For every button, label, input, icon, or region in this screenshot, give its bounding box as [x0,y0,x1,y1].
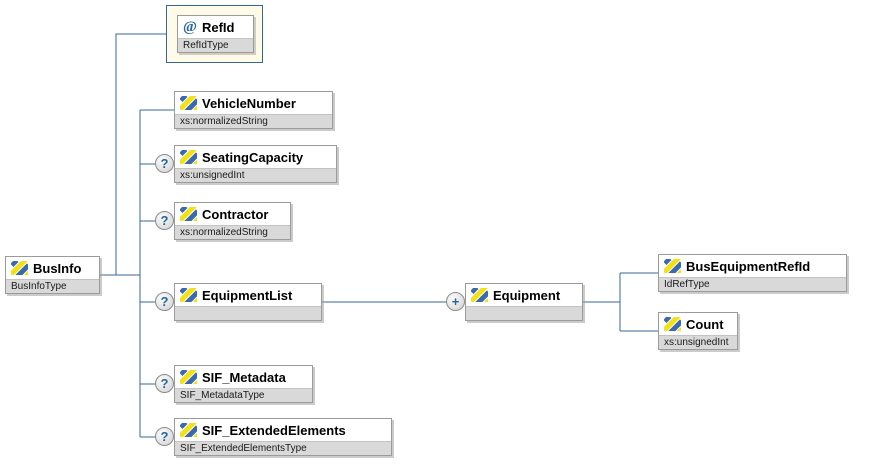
node-type: SIF_MetadataType [175,388,312,402]
node-label: BusInfo [33,260,82,276]
element-node-contractor[interactable]: Contractor xs:normalizedString [174,202,291,240]
node-title: EquipmentList [175,284,321,306]
element-icon [180,423,197,437]
node-title: SeatingCapacity [175,146,336,168]
node-type [175,306,321,320]
node-label: Contractor [202,206,269,222]
node-type: xs:unsignedInt [659,335,737,349]
element-icon [180,150,197,164]
optional-indicator-sifextendedelements: ? [155,427,174,446]
node-title: SIF_Metadata [175,366,312,388]
element-node-seatingcapacity[interactable]: SeatingCapacity xs:unsignedInt [174,145,337,183]
optional-indicator-sifmetadata: ? [155,374,174,393]
optional-indicator-equipmentlist: ? [155,292,174,311]
element-icon [180,288,197,302]
element-icon [11,261,28,275]
node-label: RefId [201,19,235,35]
node-title: @ RefId [178,16,253,38]
node-title: Equipment [466,284,582,306]
repeat-indicator-equipment: + [446,292,465,311]
element-node-equipment[interactable]: Equipment [465,283,583,321]
node-type: xs:unsignedInt [175,168,336,182]
attribute-node-refid[interactable]: @ RefId RefIdType [177,15,254,53]
node-type: xs:normalizedString [175,114,332,128]
node-type: IdRefType [659,277,846,291]
node-type [466,306,582,320]
element-icon [180,96,197,110]
node-type: SIF_ExtendedElementsType [175,441,391,455]
node-title: SIF_ExtendedElements [175,419,391,441]
node-label: Count [686,316,724,332]
optional-indicator-contractor: ? [155,211,174,230]
element-node-equipmentlist[interactable]: EquipmentList [174,283,322,321]
element-node-busequipmentrefid[interactable]: BusEquipmentRefId IdRefType [658,254,847,292]
node-title: Count [659,313,737,335]
node-type: xs:normalizedString [175,225,290,239]
element-node-sifextendedelements[interactable]: SIF_ExtendedElements SIF_ExtendedElement… [174,418,392,456]
element-icon [180,370,197,384]
node-title: Contractor [175,203,290,225]
node-label: Equipment [493,287,561,303]
node-type: BusInfoType [6,279,99,293]
node-label: SIF_Metadata [202,369,286,385]
element-node-businfo[interactable]: BusInfo BusInfoType [5,256,100,294]
optional-indicator-seatingcapacity: ? [155,154,174,173]
node-title: VehicleNumber [175,92,332,114]
attribute-at-icon: @ [183,18,197,35]
element-icon [664,259,681,273]
node-label: SIF_ExtendedElements [202,422,346,438]
element-node-sifmetadata[interactable]: SIF_Metadata SIF_MetadataType [174,365,313,403]
element-node-vehiclenumber[interactable]: VehicleNumber xs:normalizedString [174,91,333,129]
node-type: RefIdType [178,38,253,52]
node-label: EquipmentList [202,287,293,303]
node-title: BusInfo [6,257,99,279]
element-icon [471,288,488,302]
element-node-count[interactable]: Count xs:unsignedInt [658,312,738,350]
element-icon [180,207,197,221]
node-title: BusEquipmentRefId [659,255,846,277]
node-label: SeatingCapacity [202,149,304,165]
attribute-frame-refid[interactable]: @ RefId RefIdType [166,5,263,63]
node-label: BusEquipmentRefId [686,258,811,274]
node-label: VehicleNumber [202,95,296,111]
element-icon [664,317,681,331]
